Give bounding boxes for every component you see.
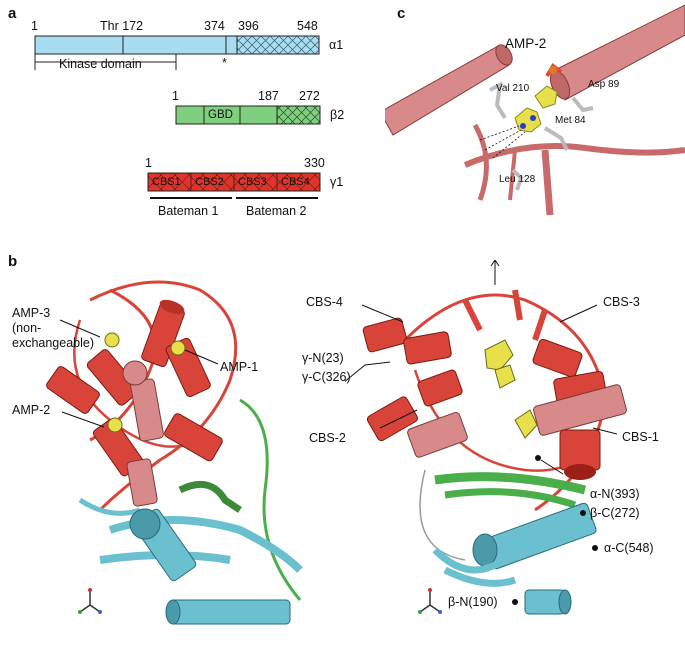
beta2-gbd: GBD <box>208 110 233 122</box>
cbs1-label: CBS1 <box>152 177 181 188</box>
beta2-187: 187 <box>258 90 279 103</box>
cbs3-label: CBS3 <box>238 177 267 188</box>
amp2-binding-site-structure <box>385 0 685 230</box>
beta2-start: 1 <box>172 90 179 103</box>
c-asp89-label: Asp 89 <box>588 80 619 90</box>
cbs2-structure-label: CBS-2 <box>309 432 346 445</box>
gamma1-name: γ1 <box>330 176 343 189</box>
c-leu128-label: Leu 128 <box>499 175 535 185</box>
cbs4-structure-label: CBS-4 <box>306 296 343 309</box>
alpha1-thr172: Thr 172 <box>100 20 143 33</box>
cyan-domain <box>80 500 300 624</box>
alpha-c-label: α-C(548) <box>604 542 654 555</box>
alpha1-374: 374 <box>204 20 225 33</box>
cbs1-structure-label: CBS-1 <box>622 431 659 444</box>
amp3-label-line3: exchangeable) <box>12 337 94 350</box>
alpha1-396: 396 <box>238 20 259 33</box>
alpha1-start: 1 <box>31 20 38 33</box>
beta-c-label: β-C(272) <box>590 507 640 520</box>
alpha1-548: 548 <box>297 20 318 33</box>
gamma1-start: 1 <box>145 157 152 170</box>
beta-n-label: β-N(190) <box>448 596 498 609</box>
structure-view-left <box>0 260 350 650</box>
cbs2-label: CBS2 <box>195 177 224 188</box>
kinase-domain-label: Kinase domain <box>59 58 142 71</box>
beta2-name: β2 <box>330 109 344 122</box>
c-amp2-label: AMP-2 <box>505 37 546 51</box>
alpha1-star: * <box>222 57 227 70</box>
alpha-n-label: α-N(393) <box>590 488 640 501</box>
gamma1-330: 330 <box>304 157 325 170</box>
bateman2-label: Bateman 2 <box>246 205 306 218</box>
amp3-label-line2: (non- <box>12 322 41 335</box>
bateman1-label: Bateman 1 <box>158 205 218 218</box>
cbs3-structure-label: CBS-3 <box>603 296 640 309</box>
amp2-label-left: AMP-2 <box>12 404 50 417</box>
alpha1-name: α1 <box>329 39 343 52</box>
structure-view-right <box>345 260 685 650</box>
c-val210-label: Val 210 <box>496 84 529 94</box>
red-helices-right <box>362 317 627 480</box>
beta2-hatched-region <box>277 106 320 124</box>
alpha1-bar <box>35 36 226 54</box>
gamma-n-label: γ-N(23) <box>302 352 344 365</box>
cbs4-label: CBS4 <box>281 177 310 188</box>
gamma-c-label: γ-C(326) <box>302 371 351 384</box>
amp-ligands-right <box>485 340 537 438</box>
amp1-label: AMP-1 <box>220 361 258 374</box>
beta2-272: 272 <box>299 90 320 103</box>
alpha1-hatched-region <box>237 36 319 54</box>
red-helices <box>45 297 224 507</box>
c-met84-label: Met 84 <box>555 116 586 126</box>
amp3-label-line1: AMP-3 <box>12 307 50 320</box>
